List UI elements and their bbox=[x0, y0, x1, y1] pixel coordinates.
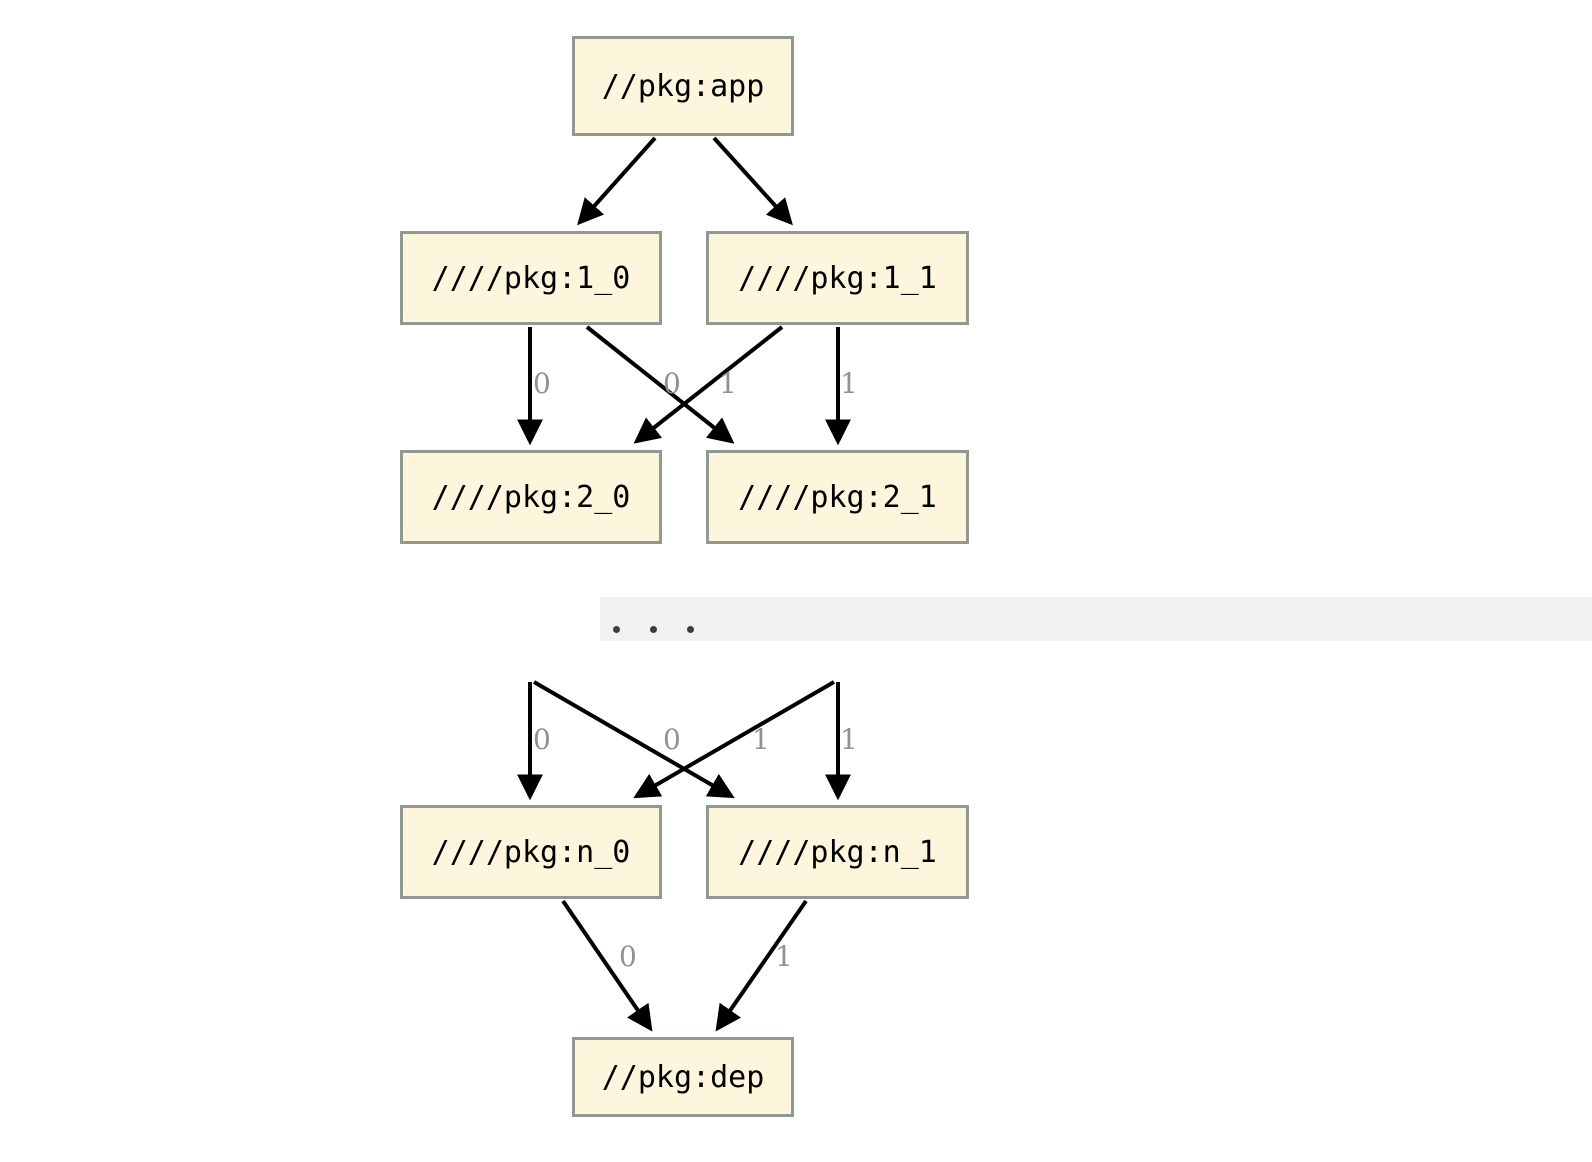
edge-hidden-to-n_1 bbox=[532, 680, 735, 799]
edge-label-lbl-3: 1 bbox=[719, 367, 737, 400]
node-n1_1[interactable]: ////pkg:1_1 bbox=[706, 231, 969, 325]
edge-group-truncated-to-leveln bbox=[517, 680, 851, 801]
node-n2_1[interactable]: ////pkg:2_1 bbox=[706, 450, 969, 544]
node-n1_0[interactable]: ////pkg:1_0 bbox=[400, 231, 662, 325]
edge-group-level1-to-level2 bbox=[517, 325, 851, 446]
edge-label-lbl-1: 0 bbox=[533, 367, 551, 400]
edge-label-lbl-6: 0 bbox=[663, 723, 681, 756]
node-n2_0[interactable]: ////pkg:2_0 bbox=[400, 450, 662, 544]
node-nn_1[interactable]: ////pkg:n_1 bbox=[706, 805, 969, 899]
edge-label-lbl-2: 0 bbox=[663, 367, 681, 400]
edge-label-lbl-10: 1 bbox=[775, 940, 793, 973]
node-nn_0[interactable]: ////pkg:n_0 bbox=[400, 805, 662, 899]
edge-hidden-to-n_0-alt bbox=[633, 680, 836, 799]
edge-n_1-to-dep bbox=[715, 899, 808, 1032]
node-app[interactable]: //pkg:app bbox=[572, 36, 794, 136]
node-dep[interactable]: //pkg:dep bbox=[572, 1037, 794, 1117]
edge-label-lbl-4: 1 bbox=[840, 367, 858, 400]
edge-app-to-1_1 bbox=[712, 136, 793, 226]
ellipsis-truncation-band bbox=[600, 597, 1592, 641]
edge-1_0-to-2_1 bbox=[585, 325, 735, 444]
ellipsis-dot bbox=[650, 626, 657, 633]
ellipsis-dot bbox=[613, 626, 620, 633]
edge-group-app bbox=[577, 136, 793, 226]
edge-label-lbl-5: 0 bbox=[533, 723, 551, 756]
edge-label-lbl-9: 0 bbox=[619, 940, 637, 973]
edge-n_0-to-dep bbox=[561, 899, 653, 1032]
edge-label-lbl-7: 1 bbox=[752, 723, 770, 756]
ellipsis-dot bbox=[687, 626, 694, 633]
edge-group-leveln-to-dep bbox=[561, 899, 808, 1032]
edge-1_1-to-2_0 bbox=[633, 325, 784, 444]
edge-app-to-1_0 bbox=[577, 136, 657, 226]
edge-label-lbl-8: 1 bbox=[840, 723, 858, 756]
